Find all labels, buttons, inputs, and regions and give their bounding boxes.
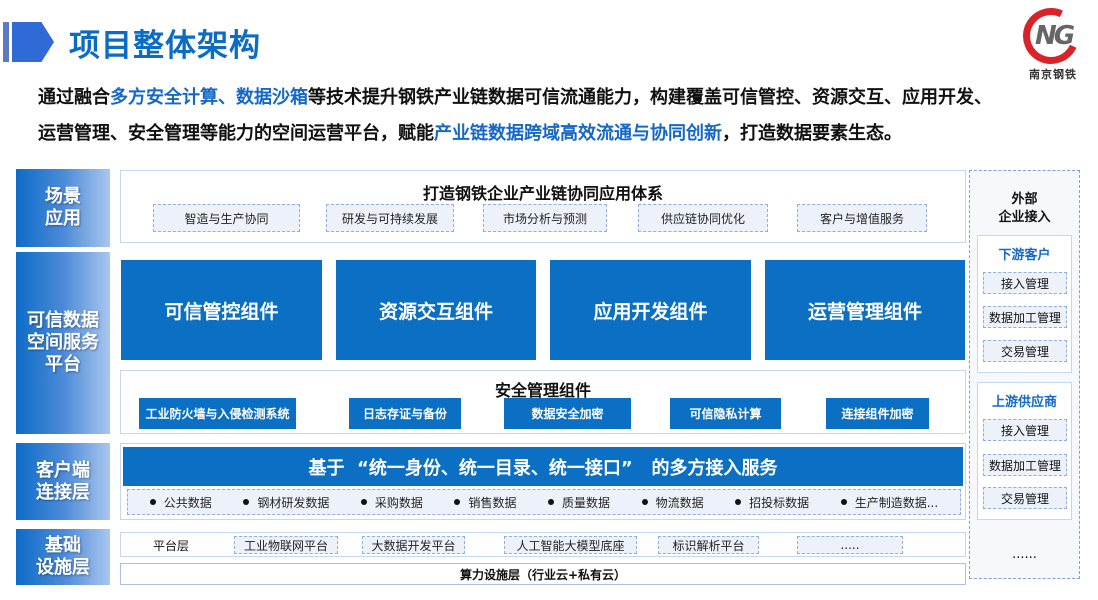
external-access-panel: 外部 企业接入 下游客户 接入管理 数据加工管理 交易管理 上游供应商 接入管理… xyxy=(969,170,1080,579)
layer-label-client: 客户端连接层 xyxy=(16,443,110,520)
data-category-item: 销售数据 xyxy=(454,494,516,511)
label-line: 基础 xyxy=(45,535,81,556)
bullet-icon xyxy=(548,499,555,505)
platform-tier-label: 平台层 xyxy=(153,539,190,553)
intro-highlight: 产业链数据跨域高效流通与协同创新 xyxy=(434,123,722,144)
upstream-suppliers-group: 上游供应商 接入管理 数据加工管理 交易管理 xyxy=(977,382,1072,520)
platform-item: 工业物联网平台 xyxy=(234,536,338,554)
label-line: 场景 xyxy=(45,186,81,207)
title-line: 外部 xyxy=(1011,192,1038,207)
data-category-label: 钢材研发数据 xyxy=(257,495,330,510)
logo-text: 南京钢铁 xyxy=(1029,68,1077,81)
data-category-label: 质量数据 xyxy=(562,495,611,510)
label-line: 应用 xyxy=(45,208,81,229)
data-category-item: 公共数据 xyxy=(149,494,212,511)
component-app-development: 应用开发组件 xyxy=(550,260,751,360)
downstream-item: 交易管理 xyxy=(983,340,1067,362)
security-item: 数据安全加密 xyxy=(504,398,631,429)
data-category-list: 公共数据 钢材研发数据 采购数据 销售数据 质量数据 物流数据 招投标数据 生产… xyxy=(127,489,961,515)
upstream-title: 上游供应商 xyxy=(991,395,1057,410)
data-category-label: 物流数据 xyxy=(655,495,704,510)
layer-label-platform: 可信数据空间服务平台 xyxy=(16,252,110,434)
data-category-item: 招投标数据 xyxy=(735,494,809,511)
data-category-item: 钢材研发数据 xyxy=(243,494,329,511)
data-category-item: 质量数据 xyxy=(548,494,610,511)
bullet-icon xyxy=(243,499,250,505)
scene-title: 打造钢铁企业产业链协同应用体系 xyxy=(422,184,663,203)
data-category-item: 采购数据 xyxy=(360,494,423,511)
upstream-item: 交易管理 xyxy=(983,487,1067,509)
title-accent-stripe xyxy=(3,22,9,62)
platform-item: 标识解析平台 xyxy=(658,536,759,554)
title-arrow-icon xyxy=(12,22,54,62)
security-item: 日志存证与备份 xyxy=(349,398,461,429)
bullet-icon xyxy=(360,499,367,505)
intro-line-1: 通过融合多方安全计算、数据沙箱等技术提升钢铁产业链数据可信流通能力，构建覆盖可信… xyxy=(38,80,1058,116)
layer-label-infra: 基础设施层 xyxy=(16,529,110,585)
compute-tier: 算力设施层（行业云+私有云） xyxy=(120,563,966,585)
platform-item: ..... xyxy=(797,536,903,554)
security-title: 安全管理组件 xyxy=(494,381,591,400)
scene-item: 供应链协同优化 xyxy=(638,204,768,232)
security-item: 连接组件加密 xyxy=(826,398,929,429)
data-category-label: 公共数据 xyxy=(163,495,212,510)
platform-item: 人工智能大模型底座 xyxy=(504,536,637,554)
scene-item: 客户与增值服务 xyxy=(797,204,927,232)
label-line: 连接层 xyxy=(36,481,90,503)
downstream-item: 接入管理 xyxy=(983,272,1067,294)
downstream-item: 数据加工管理 xyxy=(983,306,1067,328)
upstream-item: 接入管理 xyxy=(983,419,1067,441)
component-resource-interaction: 资源交互组件 xyxy=(336,260,536,360)
security-item: 可信隐私计算 xyxy=(670,398,781,429)
downstream-customers-group: 下游客户 接入管理 数据加工管理 交易管理 xyxy=(977,235,1072,373)
intro-text: 等技术提升钢铁产业链数据可信流通能力，构建覆盖可信管控、资源交互、应用开发、 xyxy=(308,87,992,108)
bullet-icon xyxy=(735,499,742,505)
intro-text: 运营管理、安全管理等能力的空间运营平台，赋能 xyxy=(38,123,434,144)
upstream-item: 数据加工管理 xyxy=(983,454,1067,476)
downstream-title: 下游客户 xyxy=(998,248,1051,263)
data-category-item: 物流数据 xyxy=(641,494,704,511)
intro-text: ，打造数据要素生态。 xyxy=(722,123,902,144)
layer-label-scene: 场景应用 xyxy=(16,169,110,247)
scene-item: 市场分析与预测 xyxy=(483,204,607,232)
external-access-title: 外部 企业接入 xyxy=(970,191,1079,227)
label-line: 空间服务 xyxy=(27,332,99,353)
security-item: 工业防火墙与入侵检测系统 xyxy=(139,398,296,429)
logo-mark: NG xyxy=(1035,21,1075,51)
scene-item: 智造与生产协同 xyxy=(153,204,300,232)
intro-paragraph: 通过融合多方安全计算、数据沙箱等技术提升钢铁产业链数据可信流通能力，构建覆盖可信… xyxy=(38,80,1058,152)
company-logo: NG 南京钢铁 xyxy=(1015,0,1088,81)
data-category-item: 生产制造数据... xyxy=(840,494,939,511)
data-category-label: 采购数据 xyxy=(374,495,423,510)
external-more-ellipsis: ...... xyxy=(1012,547,1037,562)
label-line: 客户端 xyxy=(36,459,90,481)
page-title: 项目整体架构 xyxy=(69,28,261,64)
intro-highlight: 多方安全计算、数据沙箱 xyxy=(110,87,308,108)
label-line: 可信数据 xyxy=(27,310,99,331)
bullet-icon xyxy=(840,499,847,505)
component-operation-management: 运营管理组件 xyxy=(765,260,965,360)
intro-text: 通过融合 xyxy=(38,87,110,108)
label-line: 平台 xyxy=(45,354,81,375)
label-line: 设施层 xyxy=(36,557,90,578)
scene-item: 研发与可持续发展 xyxy=(326,204,454,232)
bullet-icon xyxy=(641,499,648,505)
title-line: 企业接入 xyxy=(998,210,1051,225)
intro-line-2: 运营管理、安全管理等能力的空间运营平台，赋能产业链数据跨域高效流通与协同创新，打… xyxy=(38,116,1058,152)
component-trusted-control: 可信管控组件 xyxy=(121,260,322,360)
data-category-label: 招投标数据 xyxy=(749,495,810,510)
platform-item: 大数据开发平台 xyxy=(362,536,465,554)
access-service-banner: 基于 “统一身份、统一目录、统一接口” 的多方接入服务 xyxy=(123,447,963,486)
data-category-label: 生产制造数据... xyxy=(854,495,939,510)
data-category-label: 销售数据 xyxy=(468,495,517,510)
bullet-icon xyxy=(454,499,461,505)
bullet-icon xyxy=(149,499,156,505)
